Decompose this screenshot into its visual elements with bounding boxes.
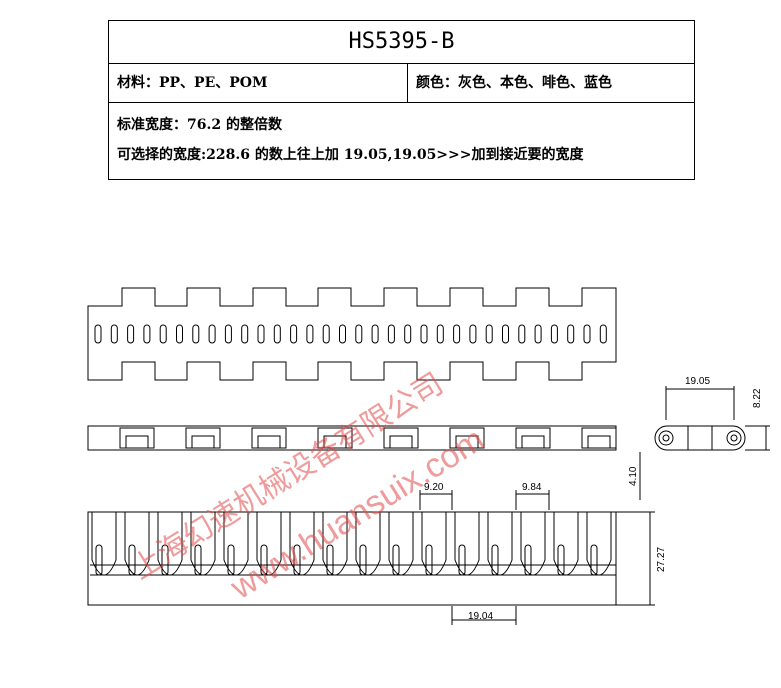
slot: [208, 324, 216, 344]
slot: [273, 324, 281, 344]
spec-table: HS5395-B 材料：PP、PE、POM 颜色：灰色、本色、啡色、蓝色 标准宽…: [108, 20, 695, 180]
slot: [485, 324, 493, 344]
slot: [371, 324, 379, 344]
material-color-row: 材料：PP、PE、POM 颜色：灰色、本色、啡色、蓝色: [109, 64, 694, 103]
slot: [127, 324, 135, 344]
belt-bottom-view: [87, 452, 655, 625]
link-cross-section: [654, 386, 770, 451]
material-text: 材料：PP、PE、POM: [109, 64, 408, 102]
slot: [355, 324, 363, 344]
slot: [469, 324, 477, 344]
side-notch-inner: [191, 435, 215, 449]
slot: [94, 324, 102, 344]
slot: [599, 324, 607, 344]
slot: [550, 324, 558, 344]
dim-pitch-top: 19.05: [685, 376, 710, 387]
color-text: 颜色：灰色、本色、啡色、蓝色: [416, 75, 612, 91]
slot: [339, 324, 346, 344]
optional-width-text: 可选择的宽度:228.6 的数上往上加 19.05,19.05>>>加到接近要的…: [117, 147, 584, 163]
slot: [110, 324, 118, 344]
slot: [290, 324, 298, 344]
slot: [176, 324, 183, 344]
side-notch-inner: [587, 435, 611, 449]
belt-side-view: [87, 425, 617, 451]
product-code: HS5395-B: [109, 21, 694, 64]
side-notch-inner: [323, 435, 347, 449]
dim-gap-a: 9.20: [424, 482, 444, 493]
slot: [583, 324, 591, 344]
dim-offset: 4.10: [628, 466, 639, 486]
slot: [436, 324, 444, 344]
side-notch: [119, 427, 155, 449]
slot: [567, 324, 575, 344]
slot: [518, 324, 526, 344]
slot: [534, 324, 542, 344]
slot: [453, 324, 461, 344]
standard-width-text: 标准宽度：76.2 的整倍数: [117, 117, 282, 133]
side-notch-inner: [455, 435, 479, 449]
belt-top-view: [87, 287, 617, 381]
slot: [306, 324, 314, 344]
slot: [502, 324, 509, 344]
slot: [257, 324, 265, 344]
side-notch: [581, 427, 617, 449]
side-notch-inner: [521, 435, 545, 449]
side-notch: [185, 427, 221, 449]
slot: [404, 324, 412, 344]
width-info: 标准宽度：76.2 的整倍数 可选择的宽度:228.6 的数上往上加 19.05…: [109, 103, 694, 183]
slot: [322, 324, 330, 344]
dim-pitch-bottom: 19.04: [468, 611, 493, 622]
side-notch-inner: [257, 435, 281, 449]
slot: [224, 324, 232, 344]
side-notch-inner: [389, 435, 413, 449]
side-notch: [251, 427, 287, 449]
dim-gap-b: 9.84: [522, 482, 542, 493]
slot: [241, 324, 249, 344]
side-notch: [515, 427, 551, 449]
slot: [192, 324, 200, 344]
dim-depth: 27.27: [656, 547, 667, 572]
slot: [159, 324, 167, 344]
dim-height: 8.22: [752, 388, 763, 408]
slot: [420, 324, 428, 344]
side-notch: [581, 427, 617, 449]
slot: [387, 324, 395, 344]
side-notch-inner: [125, 435, 149, 449]
slot: [143, 324, 151, 344]
